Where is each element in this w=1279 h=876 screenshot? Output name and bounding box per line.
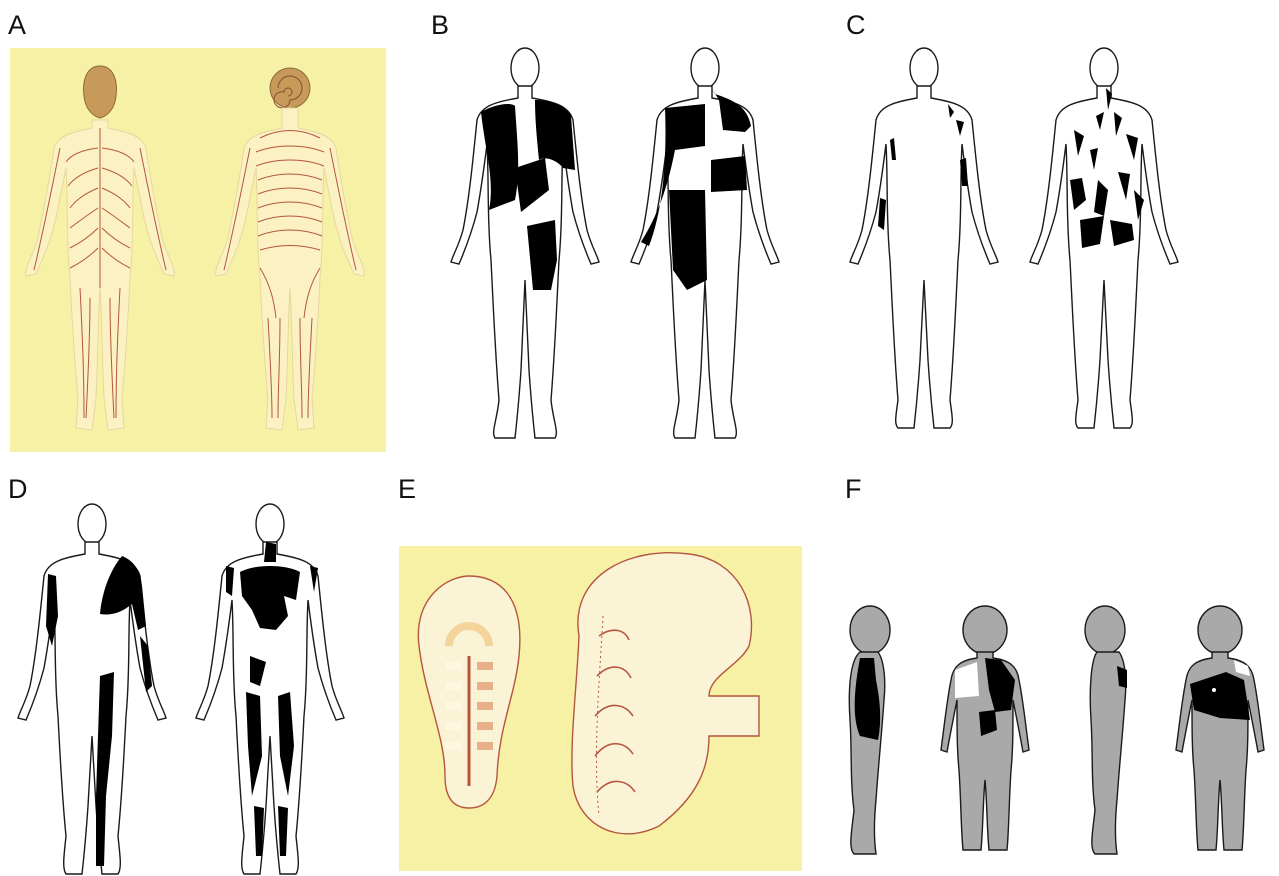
panel-label-a: A: [8, 12, 26, 39]
panel-label-f: F: [845, 476, 862, 503]
panel-f-figures: [835, 600, 1275, 865]
panel-a: A: [0, 0, 430, 455]
body-front-d: [18, 504, 166, 874]
child-back: [1176, 606, 1264, 850]
body-front-c: [850, 48, 998, 428]
panel-f: F: [835, 460, 1279, 873]
panel-e: E: [390, 460, 810, 873]
body-front-a: [26, 66, 175, 430]
body-back-d: [196, 504, 344, 874]
panel-d: D: [0, 460, 390, 873]
body-back-a: [216, 68, 365, 430]
child-front: [941, 606, 1029, 850]
panel-a-figures: [10, 48, 386, 452]
panel-d-figures: [0, 496, 380, 876]
panel-label-e: E: [398, 476, 416, 503]
panel-c-figures: [842, 40, 1272, 440]
body-front-b: [451, 48, 599, 438]
panel-label-b: B: [431, 12, 449, 39]
panel-b: B: [425, 0, 845, 455]
child-side-left: [849, 606, 890, 854]
panel-e-figures: [399, 546, 802, 871]
panel-b-figures: [425, 40, 825, 450]
embryo-outline: [572, 553, 759, 834]
embryonic-disc: [418, 576, 520, 808]
panel-label-c: C: [846, 12, 866, 39]
body-back-c: [1030, 48, 1178, 428]
body-back-b: [631, 48, 779, 438]
panel-c: C: [842, 0, 1279, 455]
child-side-right: [1085, 606, 1127, 854]
